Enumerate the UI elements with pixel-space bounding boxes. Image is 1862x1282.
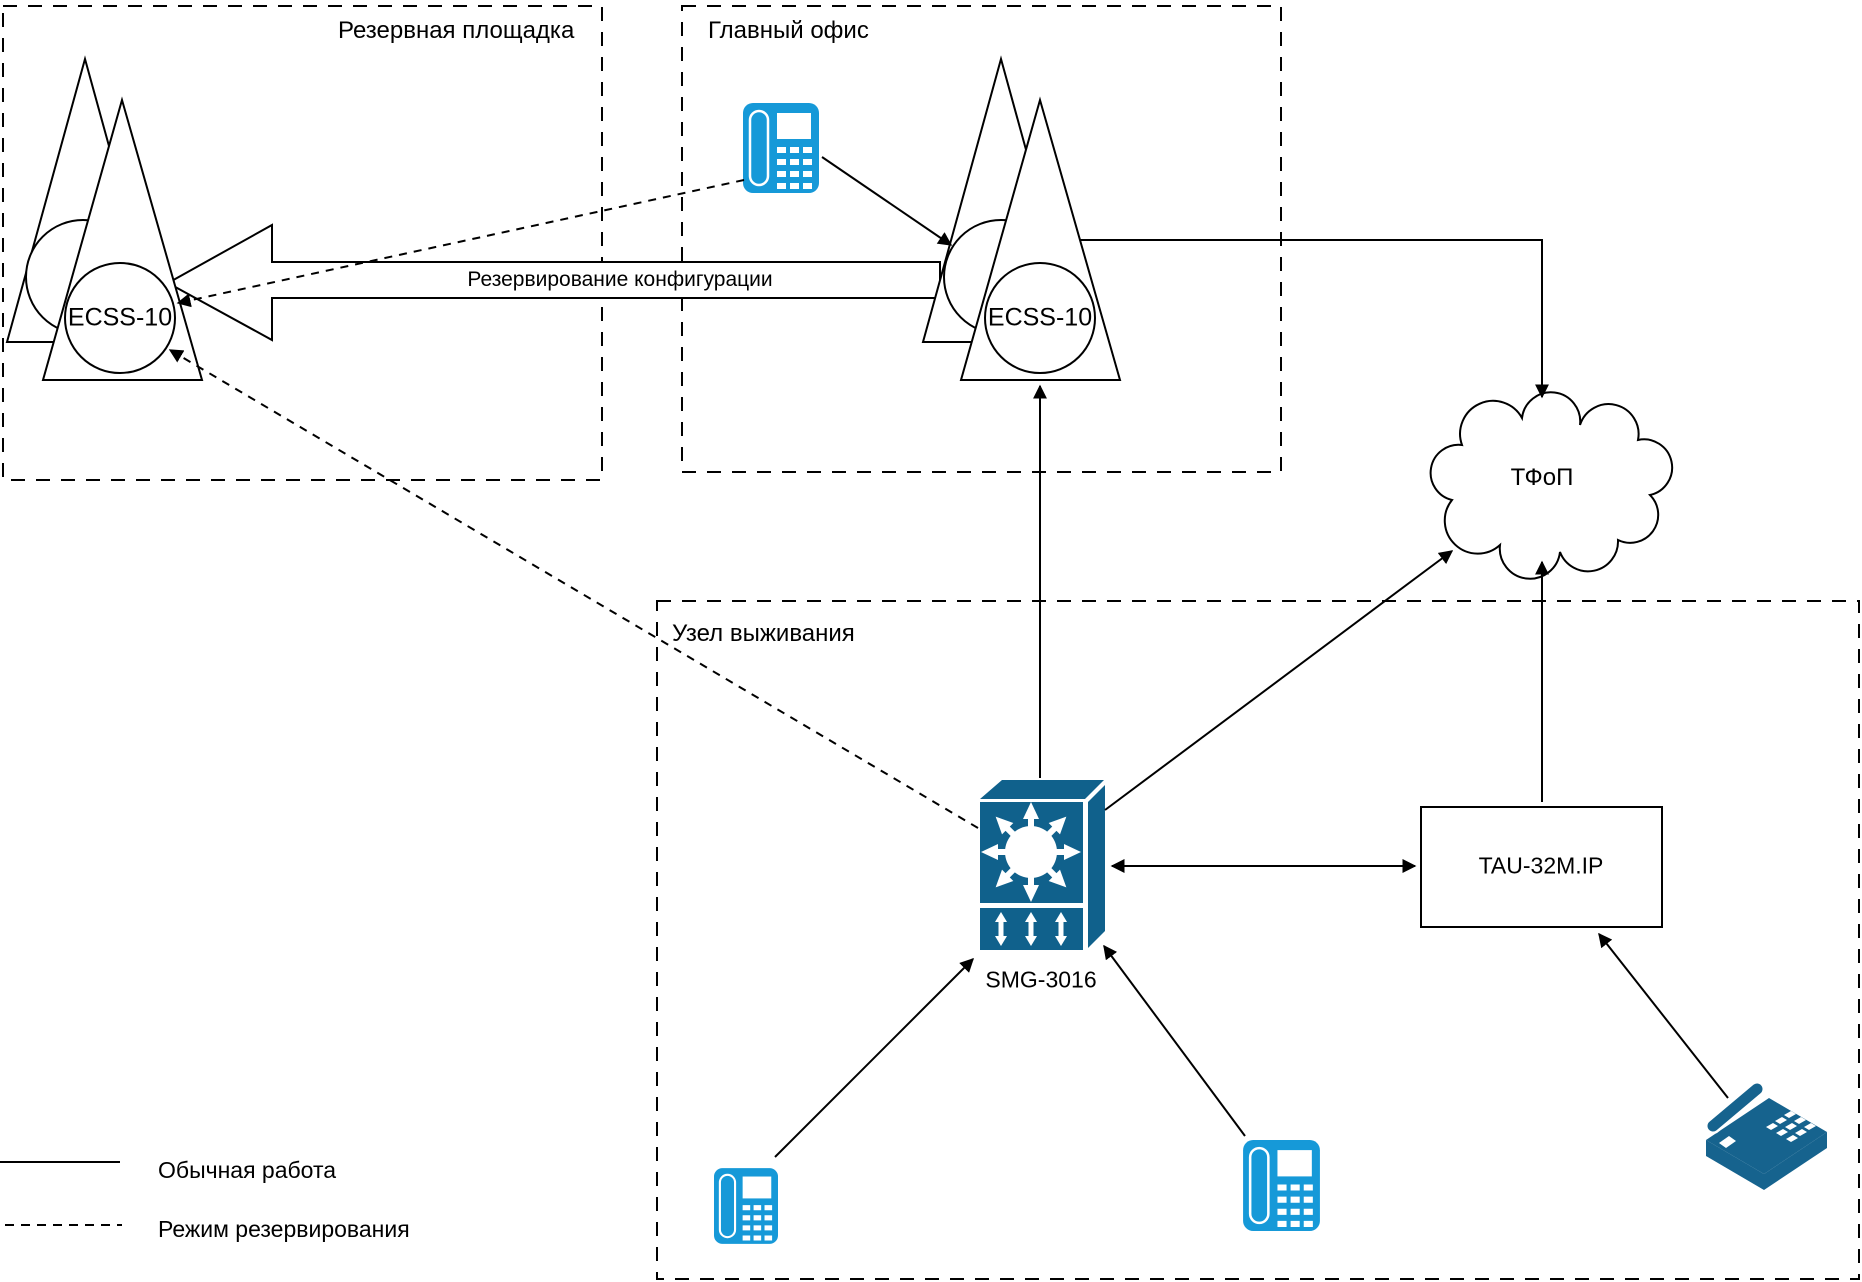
reserve-link-office-phone-to-ecss-reserve <box>176 179 745 308</box>
smg-top-face <box>980 780 1104 799</box>
ip-phone-icon <box>1243 1140 1320 1231</box>
reserve-link-smg-to-ecss-reserve <box>168 349 979 829</box>
node-circle-front <box>64 262 176 374</box>
legend-solid-label: Обычная работа <box>158 1157 337 1183</box>
link-smg-to-pstn <box>1104 550 1454 811</box>
node-circle-front <box>984 262 1096 374</box>
smg-gateway-icon <box>980 780 1105 950</box>
reserve-box-title: Резервная площадка <box>338 17 575 44</box>
ecss-reserve-label: ECSS-10 <box>67 303 173 332</box>
config-backup-label: Резервирование конфигурации <box>467 268 773 291</box>
legend-dashed-label: Режим резервирования <box>158 1216 410 1242</box>
ecss-office-label: ECSS-10 <box>987 303 1093 332</box>
ecss-reserve-node <box>5 55 204 381</box>
link-analog-phone-to-tau <box>1598 932 1729 1099</box>
smg-side-face <box>1088 785 1105 948</box>
ip-phone-icon <box>743 103 819 193</box>
office-box-title: Главный офис <box>708 17 869 44</box>
link-ecss-office-to-pstn <box>1080 239 1549 399</box>
link-phone1-to-smg <box>774 958 974 1158</box>
pstn-cloud-icon <box>1429 391 1674 580</box>
tau-box <box>1420 806 1663 928</box>
link-office-phone-to-ecss <box>821 156 953 246</box>
pstn-label: ТФоП <box>1510 464 1574 491</box>
analog-phone-icon <box>1705 1081 1827 1190</box>
trunk-arrows-icon <box>995 912 1067 946</box>
smg-label: SMG-3016 <box>985 966 1097 993</box>
tau-label: TAU-32M.IP <box>1478 852 1604 879</box>
link-phone2-to-smg <box>1103 944 1246 1137</box>
reserve-site-box <box>2 5 603 481</box>
switch-icon <box>981 802 1081 902</box>
survival-box-title: Узел выживания <box>672 620 855 647</box>
survival-node-box <box>656 600 1860 1280</box>
ip-phone-icon <box>714 1166 778 1246</box>
ecss-office-node <box>921 55 1122 381</box>
